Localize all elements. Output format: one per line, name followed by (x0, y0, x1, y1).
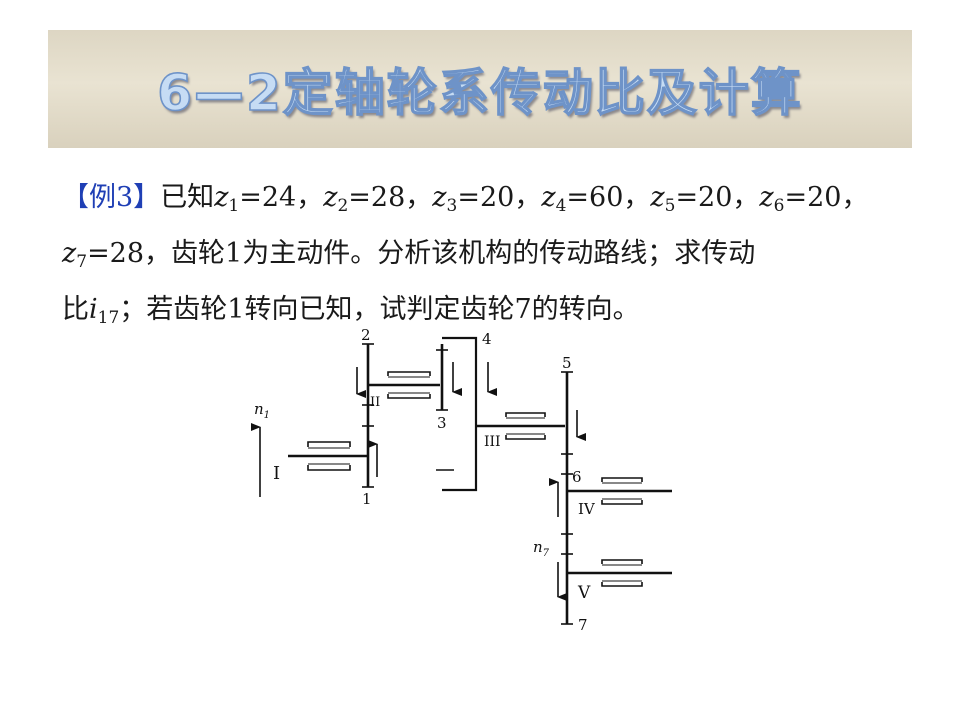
title-banner: 6—2定轴轮系传动比及计算 (48, 30, 912, 148)
line2-text: 齿轮1为主动件。分析该机构的传动路线；求传动 (171, 238, 756, 269)
shaft-label-1: I (273, 463, 280, 484)
gear-label-1: 1 (362, 490, 372, 508)
gear-label-6: 6 (572, 468, 582, 486)
shaft-label-4: IV (578, 500, 596, 518)
shaft-label-2: II (370, 395, 380, 410)
gear-label-7: 7 (578, 616, 588, 632)
bearing-1-bottom (307, 465, 351, 471)
given-z3: z3=20， (432, 182, 542, 216)
gear-4-ring (442, 336, 478, 492)
problem-line-3: 比i17；若齿轮1转向已知，试判定齿轮7的转向。 (62, 282, 822, 338)
gear-label-4: 4 (482, 330, 492, 348)
gear-label-2: 2 (361, 326, 371, 344)
gear-train-diagram: n1 I 1 2 II 3 4 III 5 6 IV n7 V 7 (251, 326, 672, 632)
shaft-label-5: V (577, 583, 591, 603)
n7-label: n7 (533, 538, 550, 559)
bearing-5-bottom (601, 582, 643, 587)
given-z5: z5=20， (650, 182, 760, 216)
shaft-label-3: III (484, 434, 501, 450)
given-z4: z4=60， (541, 182, 651, 216)
n1-label: n1 (254, 400, 270, 421)
example-tag: 【例3】 (62, 182, 161, 213)
bearing-3-top (505, 412, 546, 417)
given-z6: z6=20， (759, 182, 869, 216)
given-z2: z2=28， (323, 182, 433, 216)
intro-text: 已知 (160, 182, 215, 213)
page-title: 6—2定轴轮系传动比及计算 (156, 63, 803, 123)
bearing-5-top (601, 559, 643, 564)
line3-start: 比 (62, 294, 89, 325)
bearing-2-bottom (387, 394, 431, 399)
given-z7: z7=28， (62, 238, 172, 272)
bearing-3-bottom (505, 435, 546, 440)
bearing-4-top (601, 477, 643, 482)
problem-line-2: z7=28，齿轮1为主动件。分析该机构的传动路线；求传动 (62, 226, 822, 282)
gear-label-5: 5 (562, 354, 572, 372)
gear-label-3: 3 (437, 414, 447, 432)
ratio-symbol: i17 (89, 294, 120, 328)
problem-statement: 【例3】已知z1=24，z2=28，z3=20，z4=60，z5=20，z6=2… (62, 170, 868, 338)
problem-line-1: 【例3】已知z1=24，z2=28，z3=20，z4=60，z5=20，z6=2… (62, 170, 868, 226)
bearing-1-top (307, 441, 351, 447)
given-z1: z1=24， (214, 182, 324, 216)
line3-text: ；若齿轮1转向已知，试判定齿轮7的转向。 (119, 294, 640, 325)
bearing-2-top (387, 371, 431, 376)
bearing-4-bottom (601, 500, 643, 505)
